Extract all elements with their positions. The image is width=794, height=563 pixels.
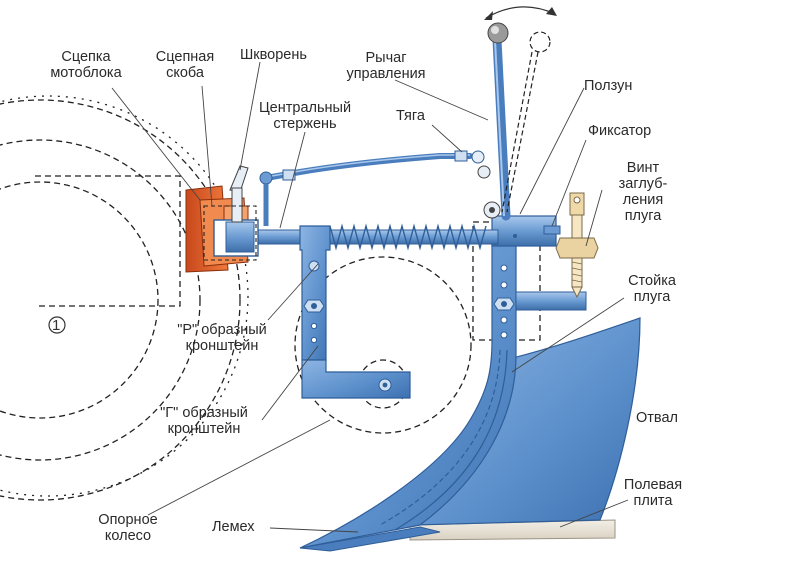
label-support-wheel: Опорное колесо (86, 512, 170, 544)
label-ploughshare: Лемех (212, 519, 255, 535)
label-hitch-tractor-line1: Сцепка (61, 49, 111, 65)
label-support-wheel-line1: Опорное (98, 512, 158, 528)
stand-holes (500, 264, 508, 339)
label-control-lever: Рычаг управления (334, 50, 438, 82)
label-g-bracket-line2: кронштейн (167, 421, 241, 437)
leader-lines (111, 61, 629, 533)
label-king-pin: Шкворень (240, 47, 307, 63)
label-depth-screw-line4: плуга (624, 208, 662, 224)
label-p-bracket-line2: кронштейн (185, 338, 259, 354)
marker-1-ring (48, 316, 66, 334)
label-field-plate: Полевая плита (618, 477, 688, 509)
label-hitch-tractor: Сцепка мотоблока (40, 49, 132, 81)
depth-bracket (515, 291, 587, 311)
hitch-bracket (213, 219, 259, 257)
lever-pivot (477, 165, 501, 219)
p-bracket (299, 225, 331, 361)
label-control-lever-line2: управления (346, 66, 426, 82)
slider-block (491, 215, 561, 247)
control-lever (487, 22, 511, 221)
hitch-dash (203, 205, 257, 261)
tie-rod (259, 150, 485, 226)
label-p-bracket-line1: "Р" образный (177, 322, 267, 338)
label-plough-stand-line2: плуга (633, 289, 671, 305)
lever-alt-position (501, 31, 551, 213)
label-g-bracket: "Г" образный кронштейн (148, 405, 260, 437)
label-central-rod-line1: Центральный (258, 100, 352, 116)
label-p-bracket: "Р" образный кронштейн (166, 322, 278, 354)
spring (329, 223, 487, 251)
label-moldboard: Отвал (636, 410, 678, 426)
plough-stand (299, 244, 517, 549)
g-bracket (301, 359, 411, 399)
label-depth-screw-line2: заглуб- (618, 176, 668, 192)
marker-1: 1 (52, 317, 60, 334)
label-plough-stand-line1: Стойка (628, 273, 676, 289)
label-field-plate-line2: плита (633, 493, 673, 509)
label-plough-stand: Стойка плуга (620, 273, 684, 305)
label-depth-screw: Винт заглуб- ления плуга (610, 160, 676, 224)
tractor-frame-outline (35, 175, 181, 307)
label-control-lever-line1: Рычаг (365, 50, 407, 66)
tractor-wheel-outline (0, 95, 249, 501)
depth-screw (555, 192, 599, 299)
label-hitch-tractor-line2: мотоблока (50, 65, 122, 81)
label-field-plate-line1: Полевая (623, 477, 683, 493)
label-hitch-bracket: Сцепная скоба (147, 49, 223, 81)
label-central-rod: Центральный стержень (252, 100, 358, 132)
label-slider: Ползун (584, 78, 633, 94)
label-g-bracket-line1: "Г" образный (160, 405, 248, 421)
label-depth-screw-line1: Винт (626, 160, 660, 176)
label-support-wheel-line2: колесо (104, 528, 152, 544)
stand-bolt (493, 297, 515, 311)
label-hitch-bracket-line1: Сцепная (155, 49, 215, 65)
label-tie-rod: Тяга (396, 108, 425, 124)
label-hitch-bracket-line2: скоба (166, 65, 204, 81)
label-latch: Фиксатор (588, 123, 652, 139)
label-depth-screw-line3: ления (622, 192, 664, 208)
label-central-rod-line2: стержень (273, 116, 337, 132)
lever-swing-arrow (484, 6, 557, 20)
king-pin (229, 165, 249, 223)
ploughshare (299, 526, 441, 552)
